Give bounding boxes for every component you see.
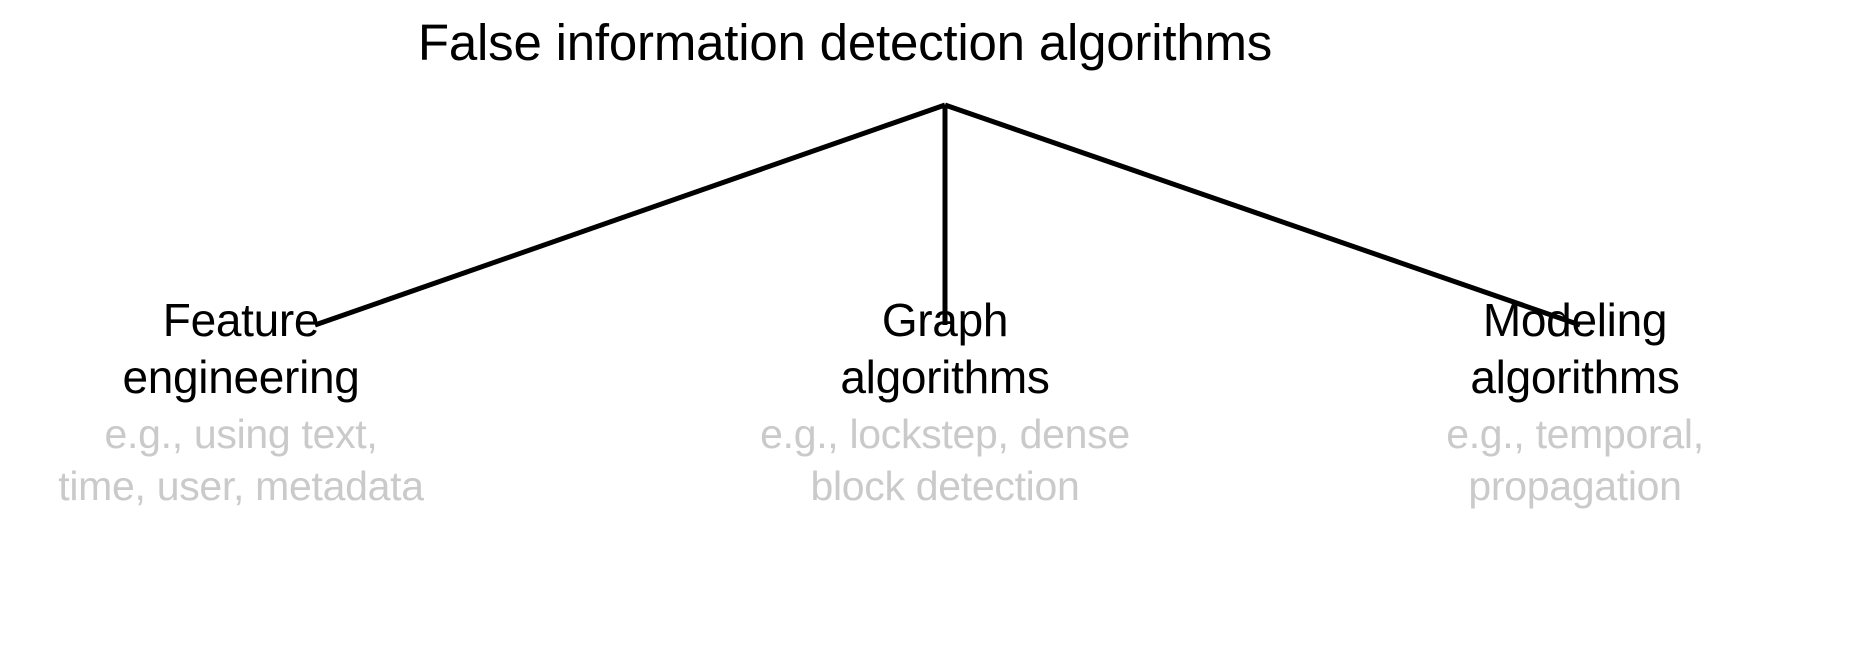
node-label-line: algorithms: [1470, 351, 1680, 403]
tree-node-modeling-algorithms: Modeling algorithms e.g., temporal, prop…: [1345, 292, 1805, 512]
node-example-line: time, user, metadata: [58, 463, 424, 509]
node-example-line: e.g., using text,: [104, 411, 378, 457]
node-example-graph-algorithms: e.g., lockstep, dense block detection: [655, 408, 1235, 512]
node-example-line: propagation: [1468, 463, 1682, 509]
tree-node-graph-algorithms: Graph algorithms e.g., lockstep, dense b…: [655, 292, 1235, 512]
node-example-line: e.g., temporal,: [1446, 411, 1704, 457]
node-label-feature-engineering: Feature engineering: [6, 292, 476, 406]
node-example-modeling-algorithms: e.g., temporal, propagation: [1345, 408, 1805, 512]
node-label-modeling-algorithms: Modeling algorithms: [1345, 292, 1805, 406]
tree-node-feature-engineering: Feature engineering e.g., using text, ti…: [6, 292, 476, 512]
node-label-line: engineering: [122, 351, 360, 403]
node-label-line: algorithms: [840, 351, 1050, 403]
node-example-feature-engineering: e.g., using text, time, user, metadata: [6, 408, 476, 512]
root-node-label: False information detection algorithms: [417, 14, 1273, 71]
node-label-line: Modeling: [1482, 294, 1668, 346]
node-label-line: Graph: [881, 294, 1009, 346]
node-example-line: block detection: [810, 463, 1080, 509]
node-example-line: e.g., lockstep, dense: [760, 411, 1130, 457]
node-label-graph-algorithms: Graph algorithms: [655, 292, 1235, 406]
node-label-line: Feature: [162, 294, 320, 346]
